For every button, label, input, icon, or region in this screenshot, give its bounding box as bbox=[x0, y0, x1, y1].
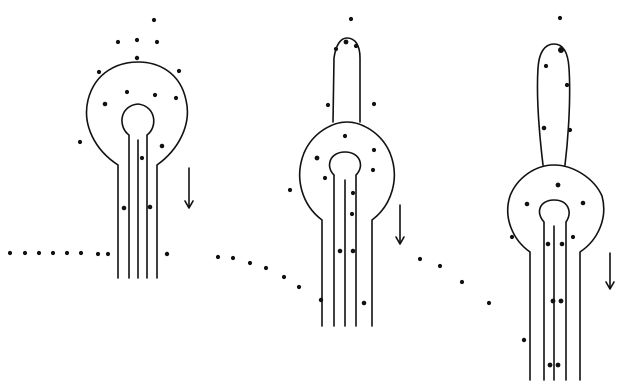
particle-dot bbox=[165, 252, 169, 256]
particle-dot bbox=[487, 301, 491, 305]
particle-dot bbox=[323, 176, 327, 180]
particle-dot bbox=[343, 134, 347, 138]
particle-dot bbox=[160, 144, 165, 149]
particle-dot bbox=[525, 202, 530, 207]
particle-dot bbox=[174, 96, 178, 100]
stage-2-figure bbox=[300, 38, 404, 326]
particle-dot bbox=[544, 64, 548, 68]
dot-field bbox=[8, 16, 585, 368]
particle-dot bbox=[97, 70, 101, 74]
particle-dot bbox=[372, 102, 376, 106]
particle-dot bbox=[51, 251, 55, 255]
stage-1-arrow bbox=[185, 168, 193, 208]
particle-dot bbox=[297, 285, 301, 289]
particle-dot bbox=[135, 38, 139, 42]
particle-dot bbox=[153, 93, 157, 97]
particle-dot bbox=[510, 235, 514, 239]
particle-dot bbox=[37, 251, 41, 255]
particle-dot bbox=[565, 83, 569, 87]
particle-dot bbox=[418, 257, 422, 261]
particle-dot bbox=[152, 18, 156, 22]
particle-dot bbox=[371, 168, 375, 172]
particle-dot bbox=[103, 102, 108, 107]
particle-dot bbox=[556, 363, 561, 368]
particle-dot bbox=[282, 275, 286, 279]
particle-dot bbox=[558, 47, 564, 53]
stage-2-arrow bbox=[396, 205, 404, 244]
particle-dot bbox=[96, 252, 100, 256]
particle-dot bbox=[460, 280, 464, 284]
particle-dot bbox=[338, 249, 343, 254]
particle-dot bbox=[372, 148, 376, 152]
stage-3-outer-outline bbox=[508, 165, 604, 380]
particle-dot bbox=[568, 128, 572, 132]
particle-dot bbox=[362, 301, 367, 306]
particle-dot bbox=[216, 255, 220, 259]
particle-dot bbox=[351, 249, 356, 254]
particle-dot bbox=[23, 251, 27, 255]
particle-dot bbox=[177, 69, 181, 73]
stage-1-figure bbox=[87, 62, 193, 278]
particle-dot bbox=[556, 183, 561, 188]
particle-dot bbox=[522, 338, 526, 342]
particle-dot bbox=[438, 264, 442, 268]
particle-dot bbox=[315, 156, 320, 161]
particle-dot bbox=[135, 56, 139, 60]
particle-dot bbox=[231, 256, 235, 260]
particle-dot bbox=[78, 140, 82, 144]
particle-dot bbox=[148, 205, 153, 210]
particle-dot bbox=[349, 17, 353, 21]
particle-dot bbox=[551, 299, 556, 304]
particle-dot bbox=[334, 47, 338, 51]
particle-dot bbox=[560, 242, 565, 247]
particle-dot bbox=[248, 261, 252, 265]
stage-1-outer-outline bbox=[87, 62, 188, 278]
particle-dot bbox=[326, 103, 330, 107]
particle-dot bbox=[581, 201, 586, 206]
particle-dot bbox=[140, 156, 144, 160]
particle-dot bbox=[116, 40, 120, 44]
particle-dot bbox=[351, 191, 355, 195]
particle-dot bbox=[65, 251, 69, 255]
particle-dot bbox=[264, 266, 268, 270]
particle-dot bbox=[548, 363, 553, 368]
particle-dot bbox=[122, 206, 127, 211]
stage-3-neck-extension bbox=[537, 44, 569, 165]
particle-dot bbox=[571, 235, 575, 239]
particle-dot bbox=[344, 40, 349, 45]
particle-dot bbox=[106, 252, 110, 256]
particle-dot bbox=[350, 212, 354, 216]
particle-dot bbox=[354, 44, 358, 48]
particle-dot bbox=[542, 126, 547, 131]
stage-3-figure bbox=[508, 44, 614, 380]
particle-dot bbox=[155, 40, 159, 44]
particle-dot bbox=[319, 298, 323, 302]
particle-dot bbox=[8, 251, 12, 255]
particle-dot bbox=[125, 90, 129, 94]
particle-dot bbox=[288, 188, 292, 192]
stage-3-arrow bbox=[606, 253, 614, 289]
particle-dot bbox=[558, 16, 562, 20]
particle-dot bbox=[546, 242, 551, 247]
particle-dot bbox=[79, 251, 83, 255]
particle-dot bbox=[559, 299, 564, 304]
